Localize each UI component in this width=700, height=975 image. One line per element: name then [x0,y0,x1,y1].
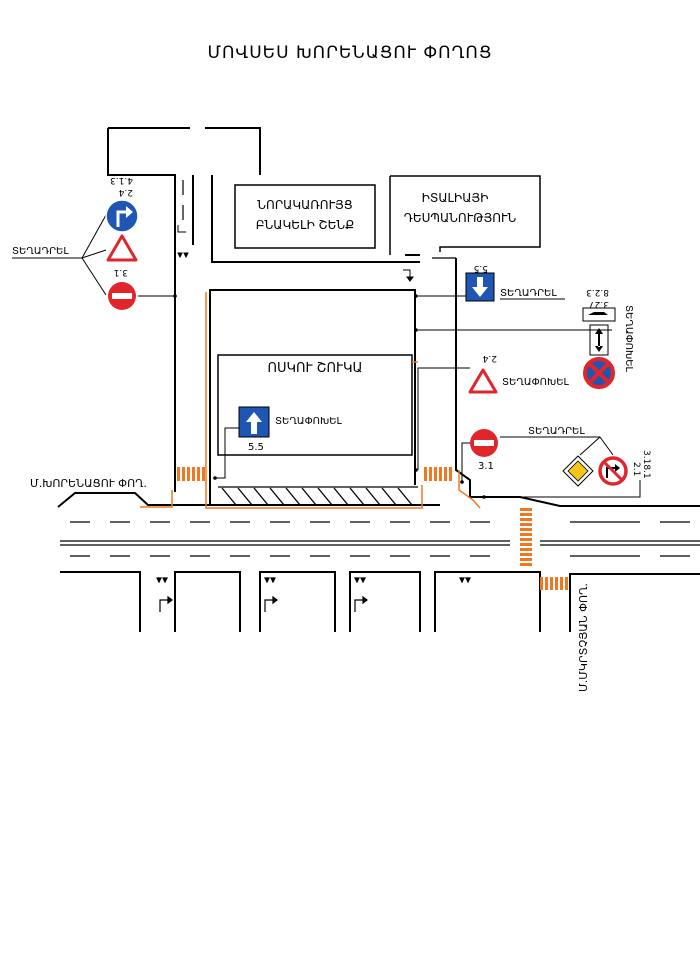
main-street-label: Մ.ԽՈՐԵՆԱՑՈՒ ՓՈՂ. [30,477,147,490]
priority-road-icon [562,455,594,487]
left-install-label: ՏԵՂԱԴՐԵԼ [12,246,69,257]
embassy-label-1: ԻՏԱԼԻԱՅԻ [422,191,489,205]
no-stopping-icon [583,357,615,389]
yield-sign-group: 2.4 ՏԵՂԱՓՈԽԵԼ [414,353,570,472]
residential-label-1: ՆՈՐԱԿԱՌՈՒՅՑ [257,198,352,212]
orange-edges [140,292,481,509]
priority-install-label: ՏԵՂԱԴՐԵԼ [528,426,585,437]
embassy-install-label: ՏԵՂԱԴՐԵԼ [500,288,557,299]
sign-2-1-code: 2.1 [631,462,641,476]
crosswalks [177,467,568,590]
priority-sign-group: 3.1 ՏԵՂԱԴՐԵԼ 2.1 3.18.1 [460,426,651,499]
bidirectional-arrow-icon [595,328,603,352]
no-entry-icon-b [470,429,498,457]
residential-label-2: ԲՆԱԿԵԼԻ ՇԵՆՔ [256,218,355,232]
scheme-title: ՄՈՎՍԵՍ ԽՈՐԵՆԱՑՈՒ ՓՈՂՈՑ [208,43,493,63]
sign-4-1-3-icon [105,199,139,233]
crosswalk-middle [424,467,452,481]
sign-2-4-code-a: 2.4 [118,187,133,197]
entrance-arrows [156,577,471,612]
sign-3-1-code-a: 3.1 [114,267,128,277]
sign-2-4-code-b: 2.4 [482,353,497,363]
sign-3-18-1-code: 3.18.1 [641,450,651,479]
main-road [57,492,700,632]
sign-8-2-3-code: 8.2.3 [586,287,609,297]
yield-icon-b [468,368,498,394]
tow-truck-icon [588,312,608,315]
crosswalk-east [540,577,568,590]
small-arrow-markers [177,225,414,282]
left-sign-group: ՏԵՂԱԴՐԵԼ 4.1.3 2.4 3.1 [12,175,177,310]
sign-3-27-code: 3.27 [589,299,609,309]
yield-icon-a [106,234,138,262]
yield-relocate-label: ՏԵՂԱՓՈԽԵԼ [502,377,570,388]
hatched-area [210,486,420,506]
no-entry-icon-a [108,282,136,310]
up-arrow-icon [246,412,262,434]
north-street [107,127,541,505]
sign-4-1-3-code: 4.1.3 [110,175,133,185]
crosswalk-west [177,467,205,481]
sign-5-5-code-a: 5.5 [248,442,264,453]
sign-5-5-code-b: 5.5 [474,263,488,273]
embassy-sign-group: 5.5 ՏԵՂԱԴՐԵԼ [414,263,565,302]
embassy-label-2: ԴԵՍՊԱՆՈՒԹՅՈՒՆ [404,211,517,225]
tow-sign-group: 8.2.3 3.27 ՏԵՂԱՓՈԽԵԼ [414,287,634,389]
side-street-label: Մ.ՄԿՐՏՉՅԱՆ ՓՈՂ. [577,583,590,692]
crosswalk-vertical [520,508,532,566]
market-sign-group: 5.5 ՏԵՂԱՓՈԽԵԼ [213,406,343,480]
no-turn-icon [598,456,628,486]
sign-3-1-code-b: 3.1 [478,461,494,472]
down-arrow-icon [472,277,488,297]
market-label: ՈՍԿՈՒ ՇՈՒԿԱ [267,361,362,376]
market-relocate-label: ՏԵՂԱՓՈԽԵԼ [275,416,343,427]
tow-relocate-label: ՏԵՂԱՓՈԽԵԼ [623,305,634,373]
